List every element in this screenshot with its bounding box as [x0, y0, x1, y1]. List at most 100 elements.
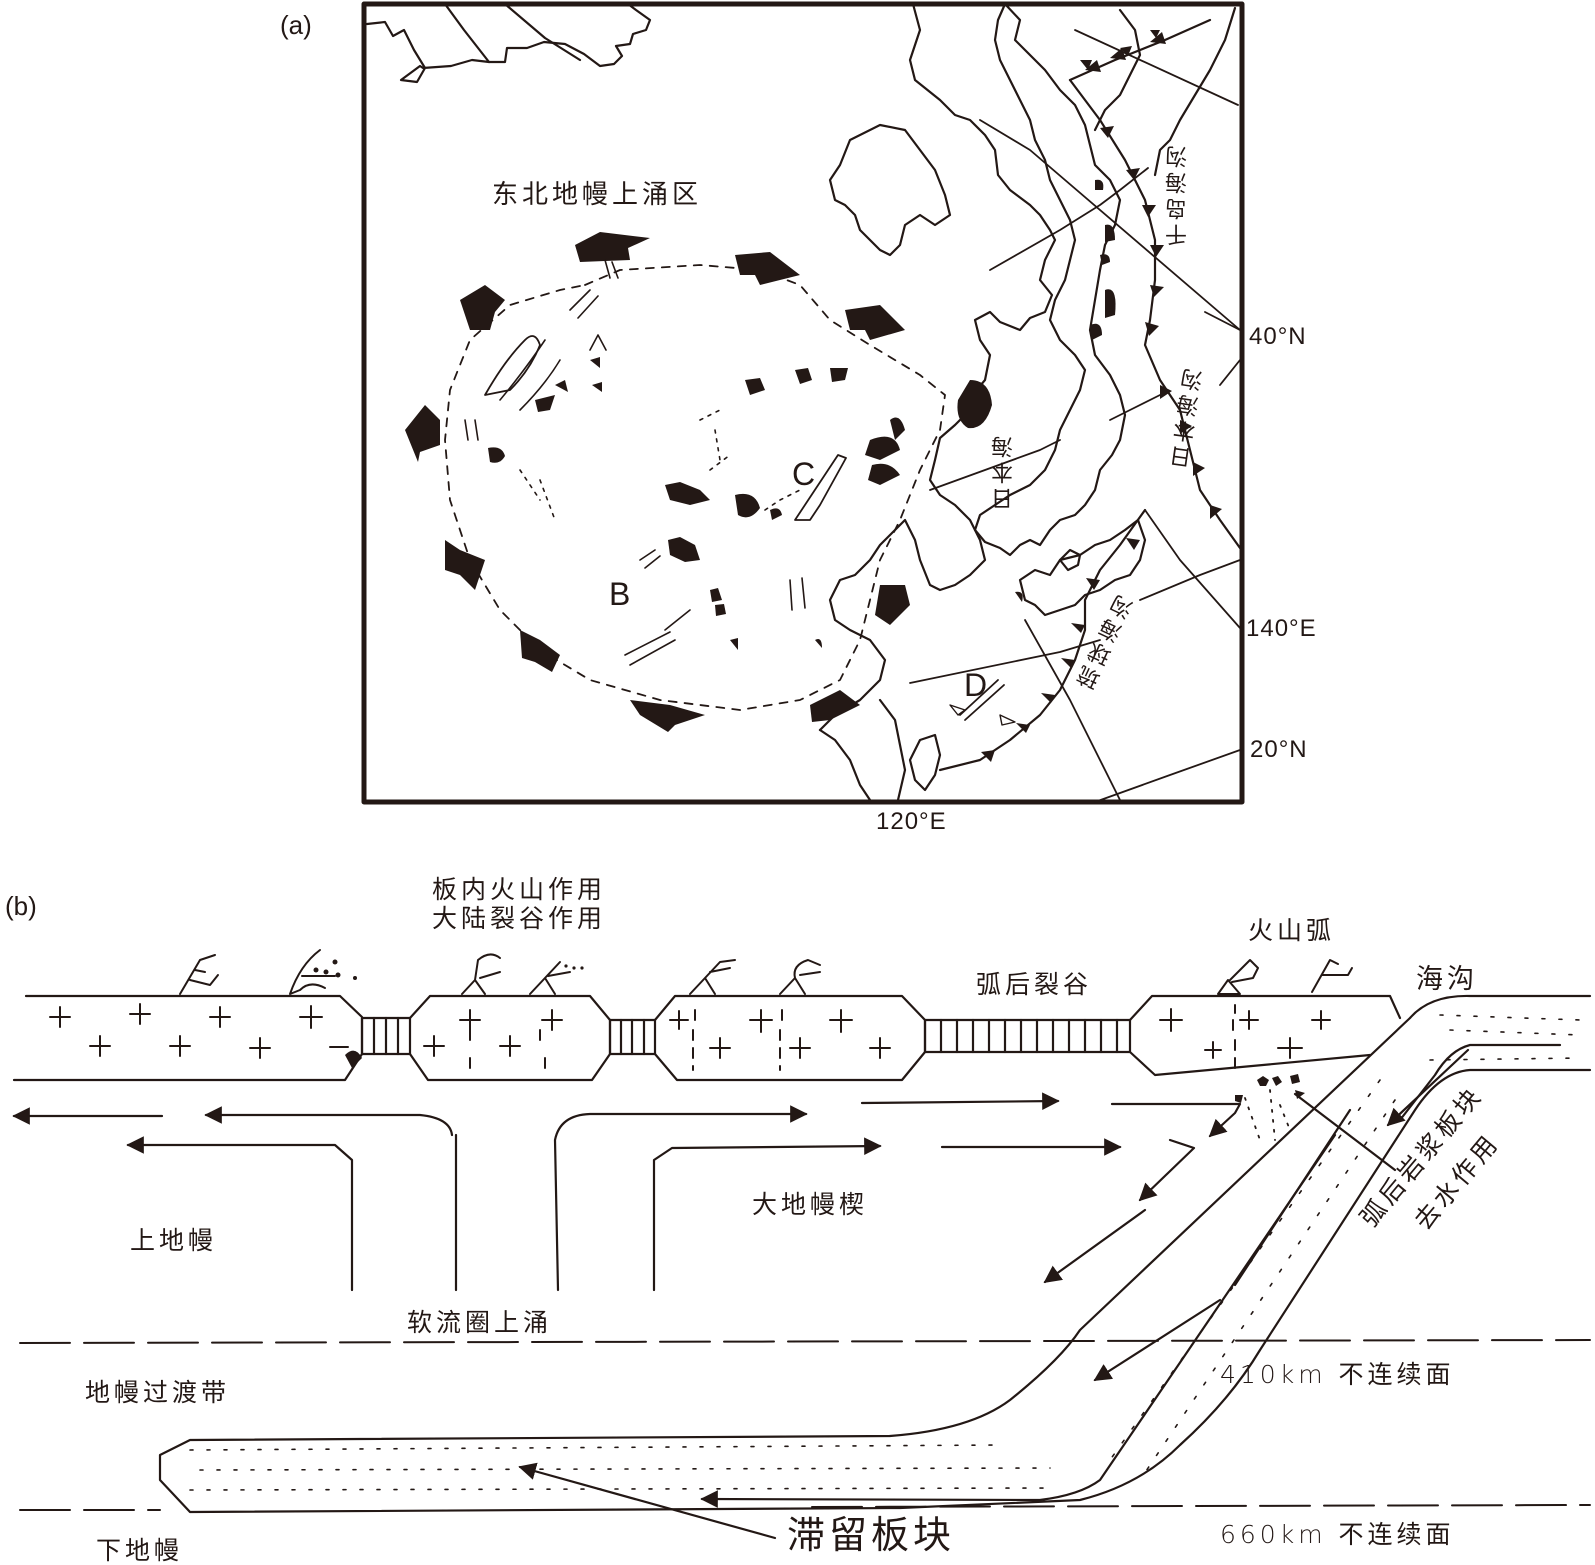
panel-a-label: (a): [280, 10, 312, 40]
discontinuity-660-label: 660km 不连续面: [1220, 1520, 1455, 1549]
flow-arrow-right: [860, 1092, 1060, 1110]
upper-mantle-label: 上地幔: [130, 1226, 218, 1255]
volcano-icon: [1311, 959, 1353, 993]
kuril-trench-label: 千岛海沟: [1166, 142, 1191, 246]
parallel-line: [989, 167, 1149, 271]
transition-zone-label: 地幔过渡带: [85, 1378, 231, 1407]
rift-lines-c: [789, 577, 806, 611]
coastline-east: [818, 2, 1057, 732]
discontinuity-410-label: 410km 不连续面: [1220, 1360, 1455, 1389]
slab-texture: [189, 1014, 1581, 1491]
lat-20n-label: 20°N: [1250, 736, 1308, 763]
volcanic-fields: [488, 30, 1160, 650]
kuril-trench: [1068, 18, 1212, 82]
flow-arrow-left: [204, 1106, 454, 1137]
trench-label: 海沟: [1416, 964, 1478, 995]
coastline-sc2: [878, 698, 907, 802]
outward-arrow: [630, 700, 705, 732]
meridian-line: [1144, 509, 1241, 629]
flow-arrow-diag: [1110, 1102, 1242, 1138]
rift-lines-b: [624, 549, 691, 666]
rift-d-arrows: [949, 704, 1016, 726]
coastline-south-china: [818, 728, 872, 802]
flow-arrow-diag: [1138, 1138, 1196, 1202]
site-label-c: C: [792, 456, 816, 492]
slab-flow-arrow: [1386, 1048, 1470, 1127]
volcano-icon: [461, 953, 501, 995]
dehydration-pointer: [1293, 1092, 1397, 1172]
parallel-line: [1109, 394, 1161, 421]
flow-arrow-diag: [1043, 1208, 1147, 1284]
back-arc-rift-graben: [923, 1018, 1132, 1054]
parallel-line: [1139, 559, 1241, 601]
outward-arrows: [405, 232, 910, 732]
flow-arrow-left: [126, 1136, 354, 1292]
outward-arrow: [405, 405, 440, 462]
discontinuity-410: [19, 1339, 1591, 1344]
volcano-icon: [1217, 959, 1259, 995]
outward-arrow: [875, 585, 910, 625]
asthenosphere-upwelling-label: 软流圈上涌: [407, 1308, 553, 1337]
coastline-shikoku: [1058, 548, 1082, 572]
lon-120e-label: 120°E: [876, 808, 947, 835]
flow-arrow-right: [652, 1137, 882, 1292]
lithosphere-block: [653, 994, 927, 1082]
slab-flow-arrow: [1095, 1108, 1352, 1380]
dyke-ticks: [464, 259, 619, 441]
coastline-kamchatka: [1153, 6, 1237, 177]
coastline-north: [365, 2, 652, 84]
rift-c: [794, 454, 847, 521]
lon-140e-label: 140°E: [1246, 615, 1317, 642]
upwelling-region-title: 东北地幔上涌区: [492, 180, 703, 210]
rift-graben-ticks: [939, 1018, 1119, 1054]
border-line: [443, 2, 491, 64]
rift-graben-ticks: [619, 1018, 646, 1056]
crust-pattern: [49, 1003, 1331, 1073]
sea-of-japan-label: 日本海: [992, 432, 1017, 510]
site-label-b: B: [609, 576, 631, 612]
outward-arrow: [735, 252, 800, 285]
outward-arrow: [810, 690, 860, 722]
volcano-icon: [779, 959, 821, 995]
outward-arrow: [520, 630, 560, 672]
parallel-line: [929, 439, 1061, 491]
coastline-taiwan: [908, 733, 942, 792]
stagnant-slab-pointer: [518, 1462, 777, 1540]
back-arc-rift-label: 弧后裂谷: [976, 970, 1093, 999]
border-line: [503, 2, 582, 62]
mantle-flow-arrows: [12, 1092, 1242, 1292]
outward-arrow: [460, 285, 505, 330]
arc-lithosphere: [1128, 994, 1402, 1077]
subducting-slab: [158, 994, 1592, 1514]
dyke-swarm: [499, 339, 561, 411]
parallel-line: [1094, 749, 1241, 803]
continental-rifting-label: 大陆裂谷作用: [432, 904, 607, 933]
outward-arrow: [445, 540, 485, 590]
site-label-d: D: [964, 667, 988, 703]
trench-teeth: [981, 32, 1222, 762]
meridian-line: [1024, 619, 1121, 801]
stagnant-slab-label: 滞留板块: [787, 1513, 956, 1557]
lower-mantle-label: 下地幔: [96, 1536, 184, 1565]
lat-40n-label: 40°N: [1249, 323, 1307, 350]
big-mantle-wedge-label: 大地幔楔: [752, 1190, 869, 1219]
outward-arrow: [845, 305, 905, 340]
lat-tick: [1204, 311, 1241, 386]
panel-b-label: (b): [5, 891, 37, 921]
upwelling-line: [553, 1105, 808, 1292]
cross-section-panel-b: [12, 949, 1592, 1540]
lithosphere-block: [12, 994, 364, 1082]
rift-graben-ticks: [372, 1016, 400, 1056]
volcano-icon: [689, 959, 736, 995]
parallel-line: [909, 639, 1101, 684]
rift-d: [959, 679, 1005, 721]
slab-centre-line: [1398, 1043, 1562, 1122]
map-frame: [361, 1, 1245, 805]
meridian-line: [979, 119, 1241, 331]
map-panel-a: [361, 1, 1245, 805]
ash-dots: [313, 959, 584, 1068]
volcano-icon: [179, 954, 219, 995]
intraplate-volcanism-label: 板内火山作用: [432, 875, 607, 904]
coastline-korea: [828, 123, 952, 257]
